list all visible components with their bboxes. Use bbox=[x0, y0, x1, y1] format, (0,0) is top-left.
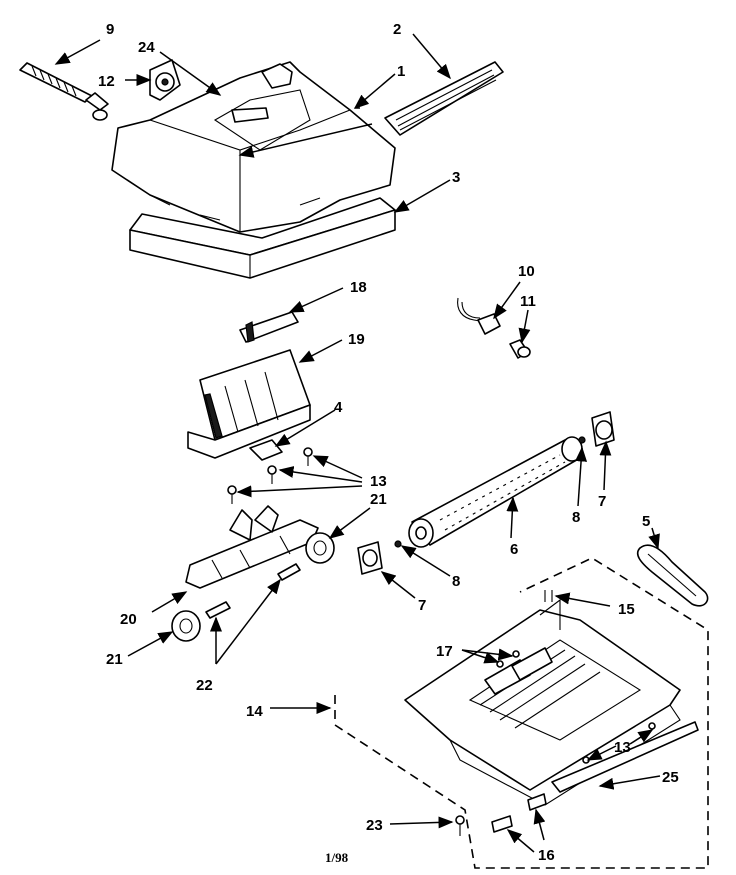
callout-labels: 9 24 12 2 1 3 18 10 11 19 4 13 21 8 7 6 … bbox=[98, 21, 679, 864]
callout-22: 22 bbox=[196, 677, 213, 694]
part-2-grille bbox=[384, 61, 504, 136]
callout-8-left: 8 bbox=[452, 573, 460, 590]
callout-4: 4 bbox=[334, 399, 343, 416]
callout-6: 6 bbox=[510, 541, 518, 558]
callout-8-right: 8 bbox=[572, 509, 580, 526]
callout-18: 18 bbox=[350, 279, 367, 296]
part-8-washer-right bbox=[578, 436, 586, 444]
callout-20: 20 bbox=[120, 611, 137, 628]
callout-13-lower: 13 bbox=[614, 739, 631, 756]
callout-25: 25 bbox=[662, 769, 679, 786]
part-4-clip bbox=[249, 439, 283, 461]
callout-19: 19 bbox=[348, 331, 365, 348]
part-17-screws bbox=[496, 650, 520, 668]
callout-7-left: 7 bbox=[418, 597, 426, 614]
part-16-clip bbox=[491, 793, 547, 833]
part-11-bulb bbox=[509, 339, 531, 359]
part-22-axle-pins bbox=[205, 563, 301, 619]
part-20-axle-bracket bbox=[185, 505, 319, 589]
leader-lines bbox=[54, 33, 661, 853]
callout-23: 23 bbox=[366, 817, 383, 834]
part-18-latch bbox=[239, 311, 299, 343]
callout-17: 17 bbox=[436, 643, 453, 660]
part-9-shaft bbox=[19, 62, 109, 121]
part-6-brushroll bbox=[408, 436, 583, 548]
callout-24: 24 bbox=[138, 39, 155, 56]
date-code: 1/98 bbox=[325, 850, 349, 865]
callout-14: 14 bbox=[246, 703, 263, 720]
callout-21-left: 21 bbox=[106, 651, 123, 668]
part-14-base-assembly bbox=[334, 557, 709, 869]
callout-9: 9 bbox=[106, 21, 114, 38]
part-3-base-plate bbox=[129, 197, 396, 279]
callout-13-upper: 13 bbox=[370, 473, 387, 490]
part-7-end-cap-right bbox=[591, 411, 615, 447]
callout-1: 1 bbox=[397, 63, 405, 80]
callout-11: 11 bbox=[520, 293, 536, 310]
part-13-screws bbox=[227, 447, 313, 504]
callout-16: 16 bbox=[538, 847, 555, 864]
callout-12: 12 bbox=[98, 73, 115, 90]
callout-21-right: 21 bbox=[370, 491, 387, 508]
part-21-wheel-right bbox=[305, 532, 335, 564]
part-19-bracket bbox=[187, 349, 311, 459]
callout-5: 5 bbox=[642, 513, 650, 530]
part-7-end-cap-left bbox=[357, 541, 383, 575]
part-15-clip bbox=[544, 590, 553, 602]
part-10-lamp-socket bbox=[457, 297, 501, 335]
part-23-screw bbox=[455, 815, 465, 836]
part-8-washer-left bbox=[394, 540, 402, 548]
callout-2: 2 bbox=[393, 21, 401, 38]
part-21-wheel-left bbox=[171, 610, 201, 642]
callout-15: 15 bbox=[618, 601, 635, 618]
part-12-bracket bbox=[149, 59, 181, 101]
part-5-belt bbox=[636, 544, 709, 607]
callout-3: 3 bbox=[452, 169, 460, 186]
callout-7-right: 7 bbox=[598, 493, 606, 510]
callout-10: 10 bbox=[518, 263, 535, 280]
